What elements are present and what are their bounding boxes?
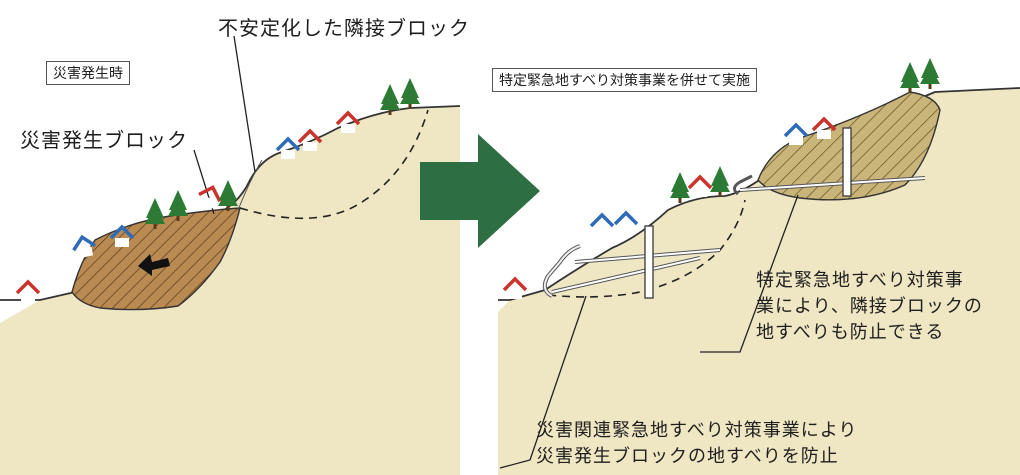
- right-note-line: 地すべりも防止できる: [756, 322, 945, 343]
- unstable-block-label: 不安定化した隣接ブロック: [218, 16, 470, 40]
- right-note-line: 業により、隣接ブロックの: [756, 296, 983, 317]
- pile-structure: [842, 127, 852, 197]
- unstable-block-dashed: [239, 109, 429, 220]
- house-icon: [687, 175, 713, 199]
- house-icon: [589, 213, 615, 237]
- bottom-note-line: 災害関連緊急地すべり対策事業により: [536, 420, 858, 441]
- left-slope: [0, 105, 461, 475]
- right-note: 特定緊急地すべり対策事 業により、隣接ブロックの 地すべりも防止できる: [756, 268, 983, 346]
- pile-structure: [644, 225, 654, 299]
- tree-icon: [670, 172, 690, 203]
- house-icon: [613, 211, 639, 235]
- right-arrow-icon: [420, 134, 540, 248]
- bottom-note-line: 災害発生ブロックの地すべりを防止: [536, 446, 839, 467]
- bottom-note: 災害関連緊急地すべり対策事業により 災害発生ブロックの地すべりを防止: [536, 418, 857, 470]
- disaster-block-label: 災害発生ブロック: [20, 128, 188, 152]
- right-note-line: 特定緊急地すべり対策事: [756, 270, 964, 291]
- tree-icon: [920, 58, 940, 89]
- house-icon: [15, 280, 41, 304]
- restored-block-dashed: [547, 199, 746, 298]
- left-arrow-icon: [138, 254, 170, 276]
- tree-icon: [900, 62, 920, 93]
- right-panel-caption: 特定緊急地すべり対策事業を併せて実施: [492, 68, 758, 92]
- tree-icon: [710, 166, 730, 197]
- left-panel-caption: 災害発生時: [46, 61, 130, 85]
- tree-icon: [400, 78, 420, 109]
